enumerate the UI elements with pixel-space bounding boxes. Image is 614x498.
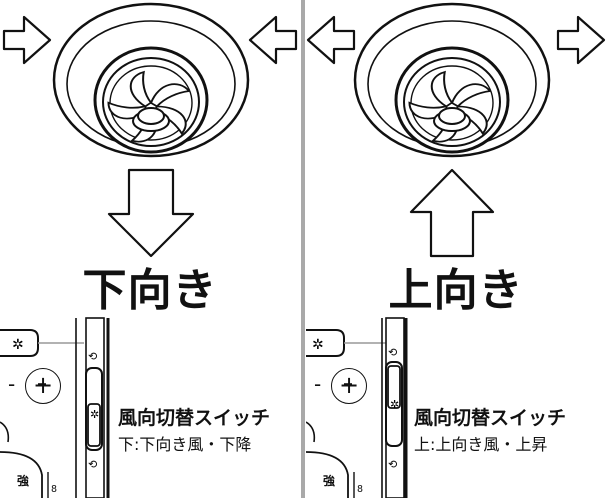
plus-button: + — [331, 368, 367, 404]
svg-text:✲: ✲ — [12, 337, 24, 353]
direction-label-up: 上向き — [388, 265, 524, 316]
switch-desc-left: 下:下向き風・下降 — [118, 435, 252, 454]
left-inward-arrow-icon — [2, 15, 52, 65]
down-arrow-icon — [107, 168, 195, 258]
svg-text:✲: ✲ — [90, 408, 99, 421]
svg-text:⟲: ⟲ — [88, 350, 97, 363]
ceiling-fan-body — [353, 2, 551, 158]
minus-label: - — [314, 372, 322, 396]
switch-name-right: 風向切替スイッチ — [414, 407, 567, 429]
switch-desc-right: 上:上向き風・上昇 — [414, 435, 548, 454]
timer-label: 8 — [51, 484, 58, 495]
svg-text:⟲: ⟲ — [388, 458, 397, 471]
svg-text:⟲: ⟲ — [88, 458, 97, 471]
strong-label: 強 — [323, 474, 336, 488]
switch-name-left: 風向切替スイッチ — [118, 407, 271, 429]
downward-illustration: ✲ ✲ ⟲ ⟲ — [0, 2, 298, 498]
timer-label: 8 — [357, 484, 364, 495]
minus-label: - — [8, 372, 16, 396]
svg-text:⟲: ⟲ — [388, 346, 397, 359]
panel-upward: ✲ ✲ ⟲ ⟲ - + 強 8 上向き 風向切替スイッチ 上:上向き風・上昇 — [306, 0, 606, 498]
right-inward-arrow-icon — [248, 15, 298, 65]
direction-label-down: 下向き — [82, 265, 218, 316]
ceiling-fan-body — [52, 2, 250, 158]
plus-button: + — [25, 368, 61, 404]
panel-divider — [301, 0, 305, 498]
svg-text:✲: ✲ — [312, 337, 324, 353]
up-arrow-icon — [409, 168, 495, 258]
panel-downward: ✲ ✲ ⟲ ⟲ - + 強 8 下向き 風向切替スイッチ 下:下向き風・下降 — [0, 0, 300, 498]
strong-label: 強 — [17, 474, 30, 488]
left-outward-arrow-icon — [306, 15, 356, 65]
switch-diagram: ✲ ✲ ⟲ ⟲ — [0, 317, 110, 498]
upward-illustration: ✲ ✲ ⟲ ⟲ — [306, 2, 606, 498]
svg-text:✲: ✲ — [390, 398, 399, 411]
switch-diagram: ✲ ✲ ⟲ ⟲ — [306, 317, 408, 498]
right-outward-arrow-icon — [556, 15, 606, 65]
